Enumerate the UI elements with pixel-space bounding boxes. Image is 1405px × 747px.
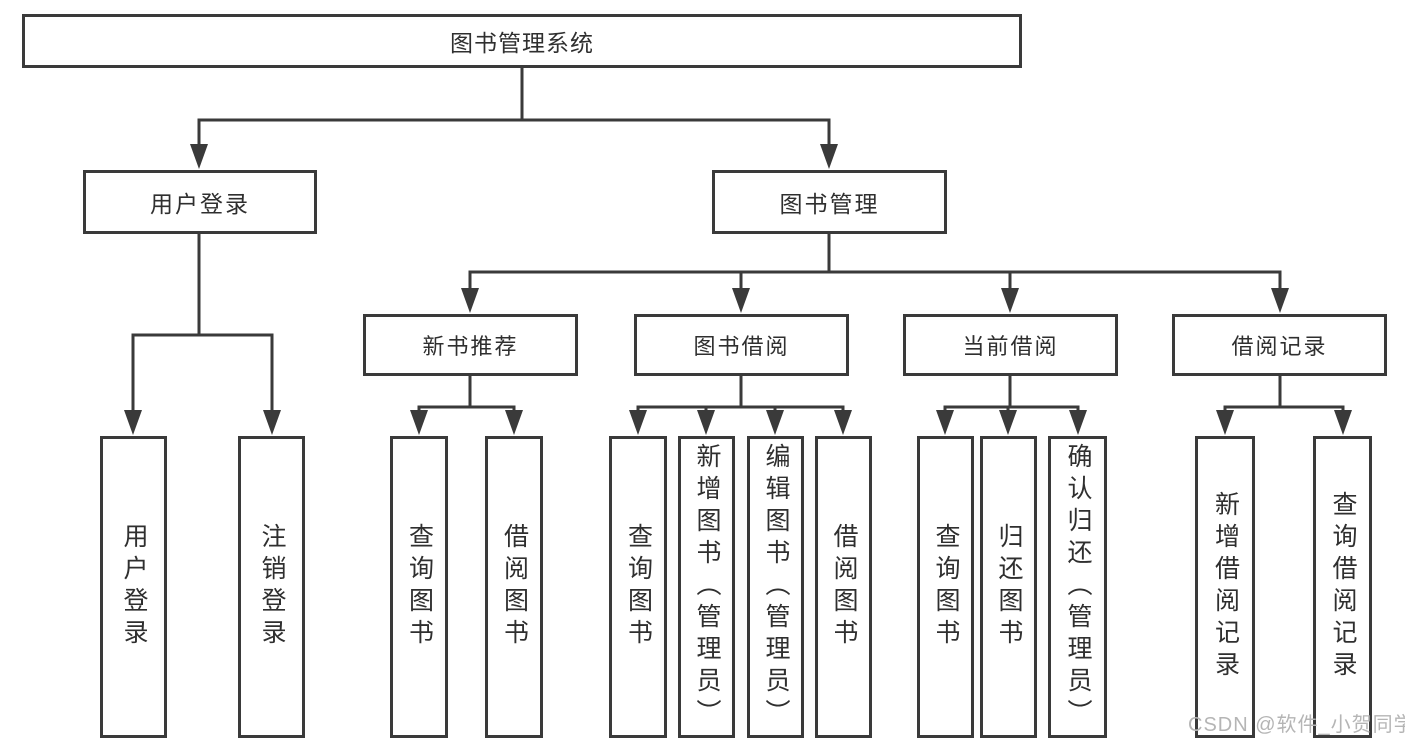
leaf-label: 查询图书 [624, 523, 653, 651]
leaf-label: 确认归还（管理员） [1064, 443, 1092, 731]
leaf-label: 借阅图书 [830, 523, 858, 651]
node-new-book-recommend: 新书推荐 [363, 314, 578, 376]
leaf-label: 用户登录 [120, 523, 148, 651]
leaf-label: 新增图书（管理员） [693, 443, 721, 731]
leaf-label: 查询图书 [932, 523, 960, 651]
node-borrow-record: 借阅记录 [1172, 314, 1387, 376]
leaf-label: 归还图书 [995, 523, 1023, 651]
leaf-add-book-admin: 新增图书（管理员） [678, 436, 735, 738]
leaf-query-book-recommend: 查询图书 [390, 436, 448, 738]
csdn-watermark: CSDN @软件_小贺同学 [1188, 714, 1405, 736]
node-label: 用户登录 [150, 191, 250, 217]
node-label: 借阅记录 [1231, 334, 1328, 359]
leaf-borrow-book-recommend: 借阅图书 [485, 436, 543, 738]
leaf-user-login: 用户登录 [100, 436, 167, 738]
leaf-label: 新增借阅记录 [1211, 491, 1240, 683]
leaf-borrow-book: 借阅图书 [815, 436, 872, 738]
node-root: 图书管理系统 [22, 14, 1022, 68]
node-label: 图书管理 [779, 191, 880, 217]
leaf-add-borrow-record: 新增借阅记录 [1195, 436, 1255, 738]
node-root-label: 图书管理系统 [450, 30, 594, 56]
leaf-logout: 注销登录 [238, 436, 305, 738]
leaf-confirm-return-admin: 确认归还（管理员） [1048, 436, 1107, 738]
node-label: 当前借阅 [962, 334, 1059, 359]
node-current-borrow: 当前借阅 [903, 314, 1118, 376]
leaf-query-borrow-record: 查询借阅记录 [1313, 436, 1372, 738]
node-book-borrow: 图书借阅 [634, 314, 849, 376]
leaf-label: 注销登录 [258, 523, 286, 651]
node-book-management: 图书管理 [712, 170, 947, 234]
leaf-return-book: 归还图书 [980, 436, 1037, 738]
leaf-edit-book-admin: 编辑图书（管理员） [747, 436, 804, 738]
leaf-label: 查询借阅记录 [1329, 491, 1357, 683]
leaf-label: 借阅图书 [500, 523, 529, 651]
node-label: 图书借阅 [693, 334, 790, 359]
leaf-query-book-current: 查询图书 [917, 436, 974, 738]
leaf-label: 编辑图书（管理员） [762, 443, 790, 731]
node-label: 新书推荐 [422, 334, 519, 359]
leaf-label: 查询图书 [405, 523, 434, 651]
node-user-login: 用户登录 [83, 170, 317, 234]
arrowhead-icons [124, 144, 1352, 435]
leaf-query-book-borrow: 查询图书 [609, 436, 667, 738]
